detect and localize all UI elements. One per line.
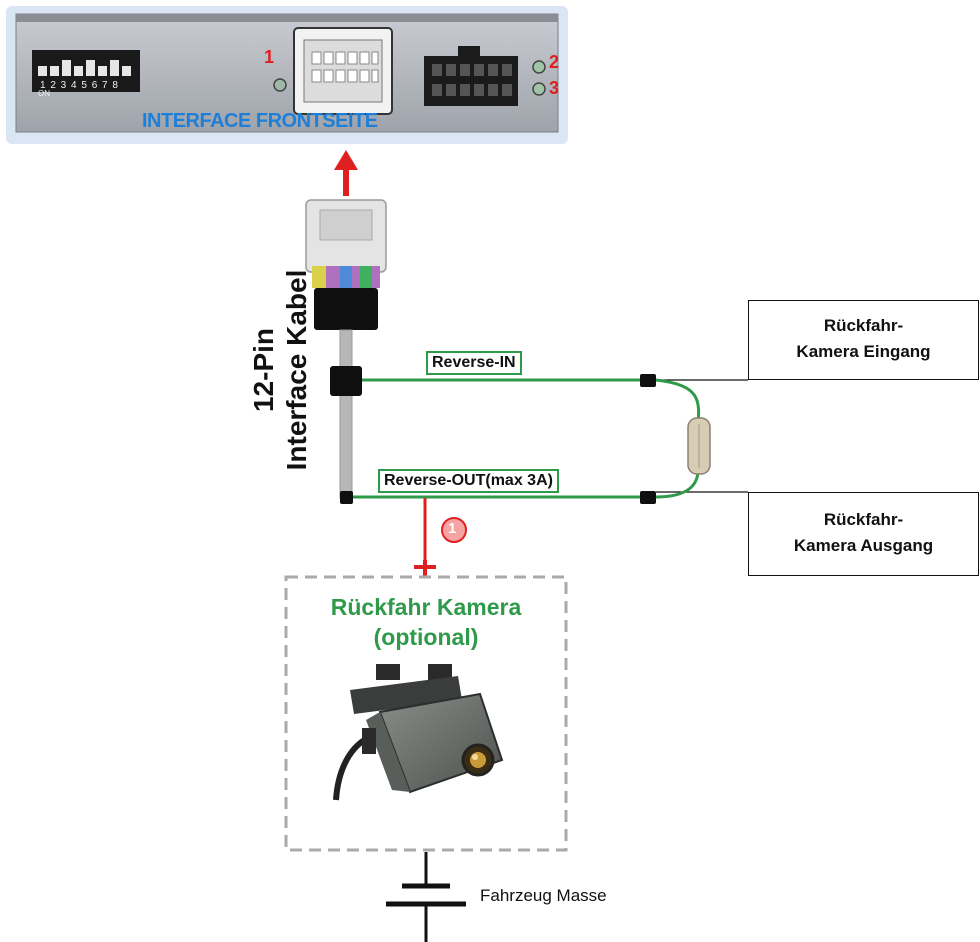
camera-title-line2: (optional) [373,624,479,650]
camera-icon [333,664,504,801]
dip-switch [32,50,140,92]
cable-plug [305,199,387,499]
interface-caption: INTERFACE FRONTSEITE [142,110,378,132]
fuse-link [655,378,711,499]
interface-front-panel [6,6,568,144]
led-1-label: 1 [264,47,275,67]
ground-label: Fahrzeug Masse [480,886,607,905]
led-2-label: 2 [549,52,560,72]
led-3-icon [532,82,546,96]
camera-input-line2: Kamera Eingang [796,342,931,361]
dip-switch-on-label: ON [38,89,50,98]
marker-1-label: 1 [448,520,457,537]
wire-reverse-in [330,366,748,396]
wire-reverse-out [340,491,748,504]
led-1-icon [273,78,287,92]
reverse-out-label: Reverse-OUT(max 3A) [378,469,559,493]
dip-switch-numbers: 1 2 3 4 5 6 7 8 [40,80,119,91]
led-3-label: 3 [549,78,560,98]
reverse-in-label: Reverse-IN [426,351,522,375]
ground-symbol-icon [386,852,466,942]
cable-title-line1: 12-Pin [248,327,279,413]
secondary-connector [424,46,518,106]
camera-output-box: Rückfahr- Kamera Ausgang [748,492,979,576]
cable-title-line2: Interface Kabel [281,269,312,471]
camera-output-line1: Rückfahr- [823,510,904,529]
interface-socket [293,27,393,115]
marker-1-icon [441,517,467,543]
led-2-icon [532,60,546,74]
camera-tap-line [414,498,467,576]
camera-title: Rückfahr Kamera (optional) [286,592,566,652]
camera-title-line1: Rückfahr Kamera [330,594,522,620]
camera-box [284,575,568,852]
cable-title: 12-Pin Interface Kabel [247,270,313,471]
camera-output-line2: Kamera Ausgang [793,536,934,555]
arrow-up-icon [334,150,358,196]
camera-input-box: Rückfahr- Kamera Eingang [748,300,979,380]
camera-input-line1: Rückfahr- [823,316,904,335]
